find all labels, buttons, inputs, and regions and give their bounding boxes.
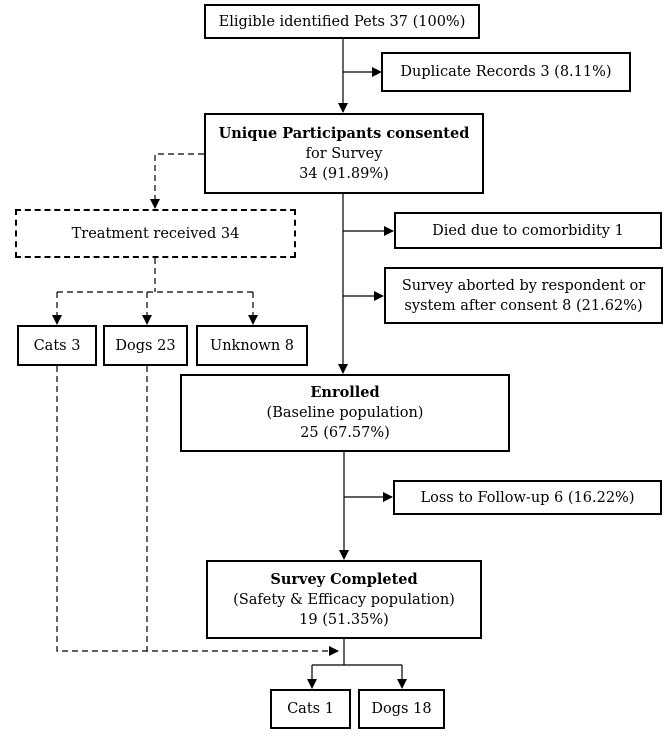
- aborted-line2: system after consent 8 (21.62%): [404, 297, 643, 314]
- eligible-text: Eligible identified Pets 37 (100%): [218, 13, 466, 30]
- completed-title: Survey Completed: [270, 570, 418, 588]
- died-text: Died due to comorbidity 1: [432, 222, 624, 239]
- duplicate-box: Duplicate Records 3 (8.11%): [381, 52, 631, 92]
- final-cats-box: Cats 1: [270, 689, 351, 729]
- treat-cats-box: Cats 3: [17, 325, 97, 366]
- died-box: Died due to comorbidity 1: [394, 212, 662, 249]
- unique-participants-box: Unique Participants consented for Survey…: [204, 113, 484, 194]
- completed-box: Survey Completed (Safety & Efficacy popu…: [206, 560, 482, 639]
- loss-box: Loss to Follow-up 6 (16.22%): [393, 480, 662, 515]
- treat-unknown-text: Unknown 8: [210, 337, 294, 354]
- treatment-box: Treatment received 34: [15, 209, 296, 258]
- aborted-line1: Survey aborted by respondent or: [401, 277, 646, 294]
- eligible-box: Eligible identified Pets 37 (100%): [204, 4, 480, 39]
- final-cats-text: Cats 1: [287, 701, 334, 717]
- enrolled-box: Enrolled (Baseline population) 25 (67.57…: [180, 374, 510, 452]
- treat-unknown-box: Unknown 8: [196, 325, 308, 366]
- treat-cats-text: Cats 3: [33, 337, 81, 354]
- arrow-unique-to-treatment: [150, 153, 204, 209]
- unique-title: Unique Participants consented: [218, 124, 470, 142]
- final-dogs-box: Dogs 18: [358, 689, 445, 729]
- enrolled-line3: 25 (67.57%): [300, 425, 390, 441]
- final-dogs-text: Dogs 18: [371, 701, 432, 717]
- completed-line3: 19 (51.35%): [299, 611, 389, 628]
- enrolled-title: Enrolled: [310, 384, 380, 401]
- treat-dogs-box: Dogs 23: [103, 325, 188, 366]
- unique-line3: 34 (91.89%): [299, 165, 389, 182]
- treatment-text: Treatment received 34: [71, 225, 240, 242]
- completed-line2: (Safety & Efficacy population): [233, 591, 455, 608]
- aborted-box: Survey aborted by respondent or system a…: [384, 267, 663, 324]
- unique-line2: for Survey: [305, 145, 383, 162]
- treat-dogs-text: Dogs 23: [115, 337, 176, 354]
- duplicate-text: Duplicate Records 3 (8.11%): [400, 64, 612, 80]
- enrolled-line2: (Baseline population): [266, 405, 424, 421]
- loss-text: Loss to Follow-up 6 (16.22%): [420, 489, 635, 506]
